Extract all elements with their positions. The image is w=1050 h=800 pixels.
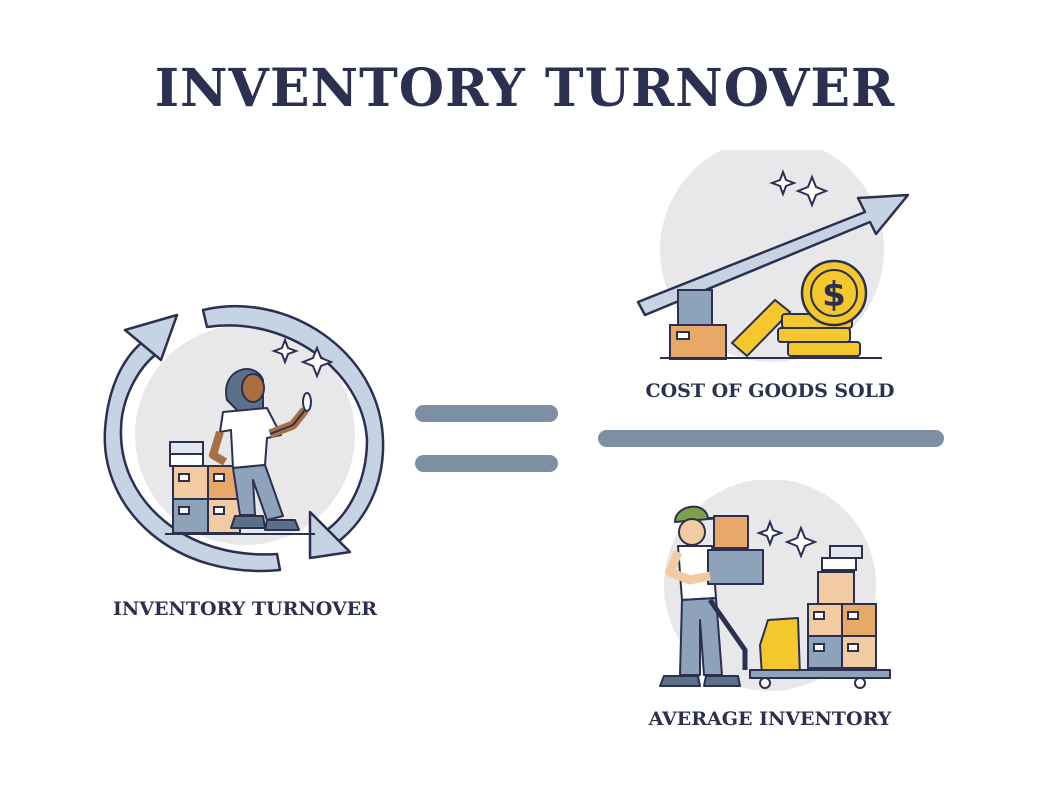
gold-bar-icon bbox=[730, 298, 792, 358]
cost-of-goods-sold-illustration: $ bbox=[636, 150, 910, 362]
sparkle-icon bbox=[756, 519, 818, 559]
dollar-coin-icon: $ bbox=[800, 259, 868, 327]
worker-icon bbox=[659, 505, 764, 687]
svg-text:$: $ bbox=[822, 275, 846, 315]
average-inventory-label: AVERAGE INVENTORY bbox=[648, 708, 892, 730]
inventory-turnover-label: INVENTORY TURNOVER bbox=[112, 598, 377, 620]
sparkle-icon bbox=[271, 337, 334, 379]
fraction-bar bbox=[598, 430, 944, 447]
cost-of-goods-sold-label: COST OF GOODS SOLD bbox=[645, 380, 895, 402]
pallet-jack-icon bbox=[707, 598, 891, 689]
boxes-stack-icon bbox=[669, 289, 727, 360]
boxes-stack-icon bbox=[807, 545, 877, 669]
person-icon bbox=[209, 368, 312, 531]
page-title: INVENTORY TURNOVER bbox=[154, 58, 896, 119]
average-inventory-illustration bbox=[659, 480, 891, 691]
sparkle-icon bbox=[769, 169, 829, 208]
equals-sign-top-bar bbox=[415, 405, 558, 422]
equals-sign-bottom-bar bbox=[415, 455, 558, 472]
inventory-turnover-illustration bbox=[103, 304, 385, 573]
